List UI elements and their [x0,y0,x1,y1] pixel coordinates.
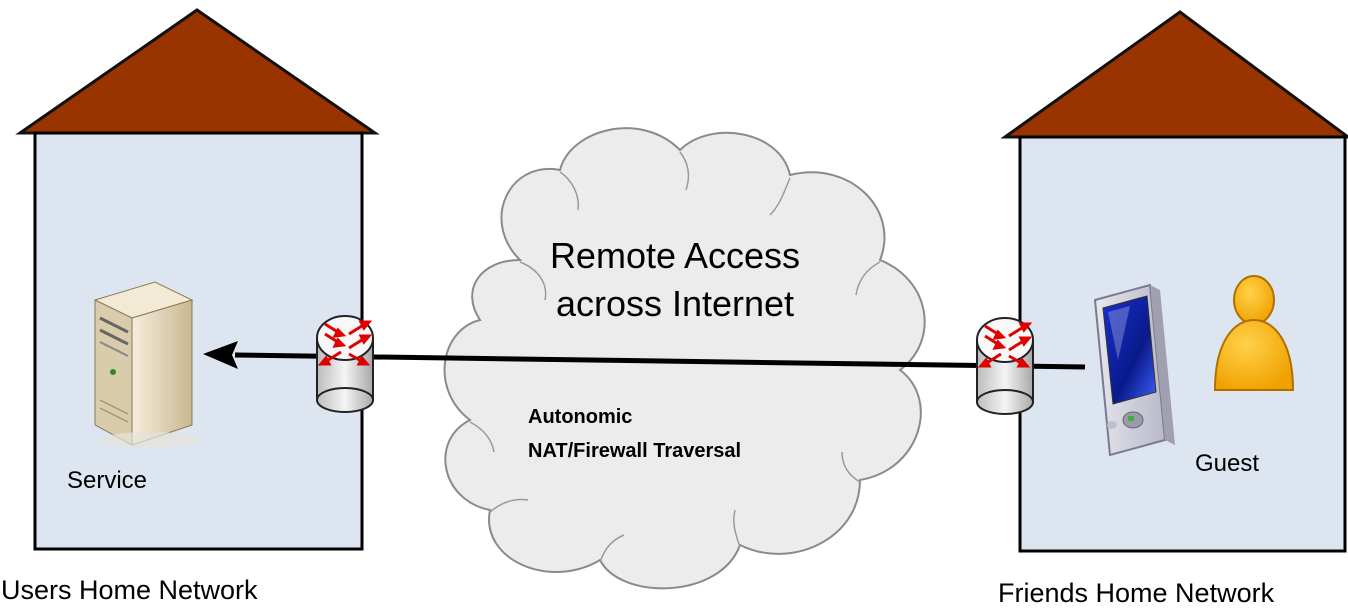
service-label: Service [67,467,148,494]
cloud-subtitle: Autonomic NAT/Firewall Traversal [528,400,741,468]
router-right-icon [976,317,1034,415]
left-house-body [33,131,364,551]
cloud-subtitle-line-1: Autonomic [528,406,633,428]
right-house [1000,10,1348,553]
left-house-roof [15,8,380,135]
guest-label: Guest [1195,450,1260,477]
server-icon [93,281,200,448]
user-icon [1213,275,1295,391]
cloud-subtitle-line-2: NAT/Firewall Traversal [528,440,742,462]
router-left-icon [316,315,374,413]
internet-cloud [443,127,926,590]
pda-icon [1093,283,1175,457]
right-house-roof [1000,10,1348,139]
cloud-title: Remote Access across Internet [520,232,830,328]
right-house-body [1018,135,1347,553]
cloud-title-line-1: Remote Access [549,235,801,276]
arrow-head-icon [203,341,238,369]
right-house-label: Friends Home Network [998,578,1275,608]
cloud-title-line-2: across Internet [555,283,795,324]
left-house [15,8,380,551]
left-house-label: Users Home Network [1,575,258,605]
connection-line [203,341,1086,370]
